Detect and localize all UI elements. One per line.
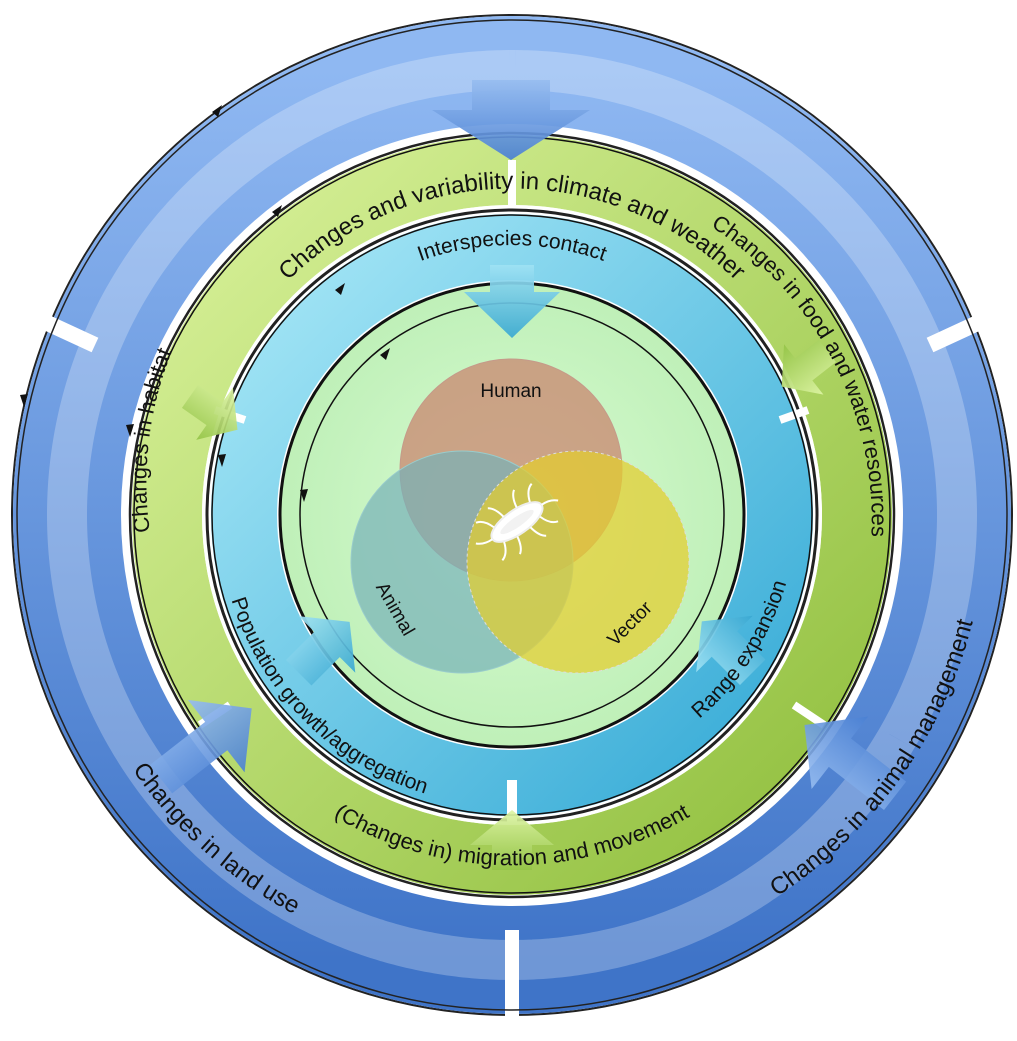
human-label: Human bbox=[480, 381, 541, 402]
vector-circle bbox=[466, 450, 690, 674]
habitat-arrow bbox=[181, 385, 238, 440]
outer-flow-arrowhead bbox=[212, 105, 222, 117]
inner-flow-arrowhead bbox=[335, 283, 345, 295]
climate-arrow bbox=[432, 80, 590, 160]
core-flow-arrowhead bbox=[300, 489, 308, 502]
range-expansion-arrow bbox=[696, 615, 766, 685]
bacterium-icon bbox=[475, 483, 559, 561]
animal-management-arrow bbox=[804, 716, 907, 810]
migration-arrow bbox=[470, 810, 554, 870]
middle-flow-arrowhead bbox=[126, 424, 134, 437]
population-growth-arrow bbox=[286, 616, 356, 686]
core: Human Animal Vector bbox=[278, 281, 746, 749]
outer-flow-arrowhead bbox=[20, 394, 28, 407]
interspecies-contact-arrow bbox=[464, 265, 560, 338]
food-water-arrow bbox=[781, 339, 836, 395]
core-flow-arrowhead bbox=[380, 348, 390, 360]
inner-flow-arrowhead bbox=[218, 454, 226, 467]
land-use-arrow bbox=[150, 699, 252, 794]
block-arrows bbox=[150, 80, 907, 870]
middle-flow-arrowhead bbox=[272, 205, 282, 217]
